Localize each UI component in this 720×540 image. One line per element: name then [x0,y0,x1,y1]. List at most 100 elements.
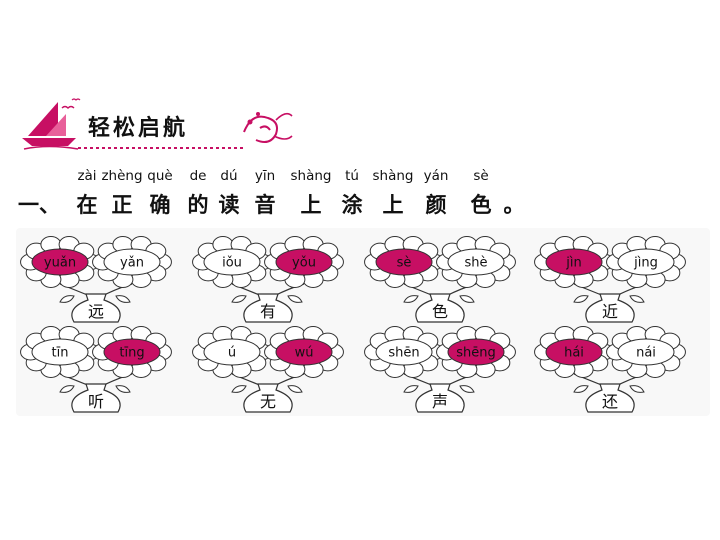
flower-center-highlighted[interactable] [275,248,333,276]
pinyin-option-label: yǎn [120,256,144,271]
pinyin-option-label: jìn [565,256,581,271]
flower-center[interactable] [103,248,161,276]
leaf [629,295,645,303]
flower-left-option[interactable]: shēn [364,326,444,378]
flower-center[interactable] [203,248,261,276]
leaf [459,295,475,303]
flower-center-highlighted[interactable] [545,338,603,366]
question-number: 一、 [18,193,60,217]
flower-center-highlighted[interactable] [103,338,161,366]
vase-character: 还 [602,392,618,411]
vase-character: 远 [88,302,104,321]
phoenix-ornament-icon [243,112,293,143]
flower-left-option[interactable]: jìn [534,236,614,288]
exercise-item: 远 yuǎn yǎn [20,236,172,323]
flower-center[interactable] [447,248,505,276]
vase-character: 近 [602,302,618,321]
vase-character: 听 [88,392,104,411]
flower-center[interactable] [375,338,433,366]
pinyin-syllable: què [147,168,173,184]
pinyin-syllable: shàng [372,168,414,184]
instruction-character: 色 [470,193,492,217]
vase [71,293,121,323]
leaf [629,385,645,393]
sailboat-icon [22,98,243,150]
leaf [59,295,75,303]
flower-right-option[interactable]: yǒu [264,236,344,288]
leaf [231,295,247,303]
flower-left-option[interactable]: iǒu [192,236,272,288]
flower-right-option[interactable]: tīng [92,326,172,378]
flower-center-highlighted[interactable] [545,248,603,276]
flower-right-option[interactable]: nái [606,326,686,378]
flower-left-option[interactable]: hái [534,326,614,378]
pinyin-option-label: tīng [119,346,144,361]
pinyin-syllable: shàng [290,168,332,184]
pinyin-syllable: dú [220,168,238,184]
flower-right-option[interactable]: shēng [436,326,516,378]
flower-left-option[interactable]: sè [364,236,444,288]
leaf [115,385,131,393]
flower-left-option[interactable]: ú [192,326,272,378]
pinyin-option-label: yǒu [292,256,316,271]
flower-center[interactable] [31,338,89,366]
pinyin-syllable: zhèng [101,168,143,184]
leaf [231,385,247,393]
exercise-item: 有 iǒu yǒu [192,236,344,323]
flower-center-highlighted[interactable] [31,248,89,276]
vase [415,383,465,413]
vase [585,383,635,413]
header-banner: 轻松启航 [18,96,318,156]
flower-right-option[interactable]: jìng [606,236,686,288]
exercise-item: 还 hái nái [534,326,686,413]
pinyin-option-label: ú [228,346,236,361]
pinyin-option-label: hái [564,346,584,361]
leaf [403,295,419,303]
instruction-row: 一、 在正确的读音上涂上颜色。 [0,189,720,219]
exercise-item: 无 ú wú [192,326,344,413]
pinyin-option-label: shēn [388,346,419,361]
instruction-character: 音 [254,193,276,217]
vase [585,293,635,323]
pinyin-option-label: nái [636,346,656,361]
exercise-item: 听 tīn tīng [20,326,172,413]
exercise-item: 近 jìn jìng [534,236,686,323]
leaf [573,295,589,303]
instruction-character: 上 [300,193,322,217]
vase [243,383,293,413]
pinyin-option-label: wú [295,346,314,361]
leaf [115,295,131,303]
flower-center[interactable] [203,338,261,366]
pinyin-syllable: yīn [254,168,276,184]
flower-left-option[interactable]: tīn [20,326,100,378]
pinyin-syllable: sè [473,168,489,184]
leaf [287,295,303,303]
vase-character: 无 [260,392,276,411]
pinyin-option-label: iǒu [222,256,242,271]
pinyin-syllable: tú [345,168,359,184]
instruction-character: 的 [187,193,209,217]
instruction-character: 读 [218,193,240,217]
leaf [287,385,303,393]
flower-right-option[interactable]: wú [264,326,344,378]
flower-center-highlighted[interactable] [447,338,505,366]
flower-center[interactable] [617,248,675,276]
leaf [573,385,589,393]
instruction-character: 在 [76,193,98,217]
vase-character: 有 [260,302,276,321]
instruction-character: 涂 [341,193,363,217]
section-title: 轻松启航 [88,115,189,141]
leaf [59,385,75,393]
flower-center-highlighted[interactable] [275,338,333,366]
flower-center-highlighted[interactable] [375,248,433,276]
flower-left-option[interactable]: yuǎn [20,236,100,288]
leaf [459,385,475,393]
flower-center[interactable] [617,338,675,366]
flower-right-option[interactable]: shè [436,236,516,288]
flower-right-option[interactable]: yǎn [92,236,172,288]
pinyin-option-label: jìng [633,256,658,271]
instruction-character: 正 [111,193,133,217]
